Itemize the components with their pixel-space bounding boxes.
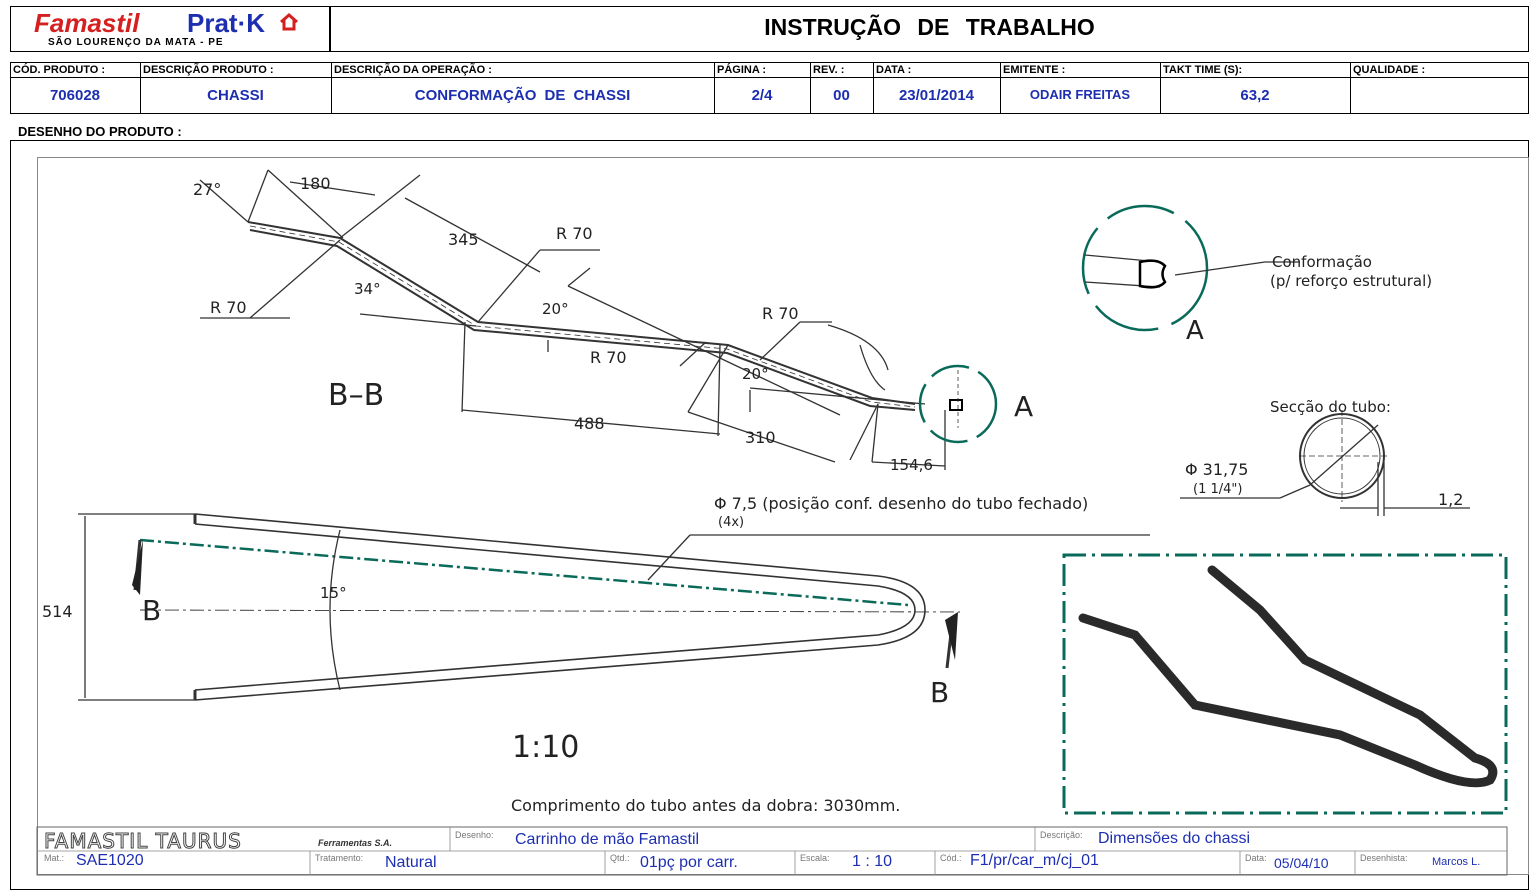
header-logo-box bbox=[10, 6, 330, 52]
codigo-value: F1/pr/car_m/cj_01 bbox=[970, 852, 1099, 869]
dim-r70-b: R 70 bbox=[210, 298, 247, 317]
label-desc-produto: DESCRIÇÃO PRODUTO : bbox=[143, 64, 274, 76]
col-divider bbox=[714, 62, 715, 114]
col-divider bbox=[1000, 62, 1001, 114]
value-desc-operacao: CONFORMAÇÃO DE CHASSI bbox=[414, 87, 631, 104]
tube-side-view bbox=[247, 221, 916, 405]
dim-20-a: 20° bbox=[542, 300, 569, 318]
house-icon bbox=[279, 12, 299, 32]
section-b-right: B bbox=[930, 676, 950, 709]
section-b-left: B bbox=[142, 594, 162, 627]
col-divider bbox=[140, 62, 141, 114]
escala-value: 1 : 10 bbox=[852, 853, 893, 870]
company-sub: Ferramentas S.A. bbox=[318, 838, 393, 848]
tratamento-value: Natural bbox=[385, 854, 437, 871]
col-divider bbox=[1350, 62, 1351, 114]
material-label: Mat.: bbox=[44, 853, 65, 863]
render-3d-frame bbox=[1062, 553, 1508, 815]
scale-label: 1:10 bbox=[512, 730, 580, 765]
label-emitente: EMITENTE : bbox=[1003, 64, 1066, 76]
desenho-label: Desenho: bbox=[455, 830, 494, 840]
section-label: DESENHO DO PRODUTO : bbox=[18, 124, 182, 139]
codigo-label: Cód.: bbox=[940, 853, 962, 863]
dim-20-b: 20° bbox=[742, 365, 769, 383]
dim-15: 15° bbox=[320, 584, 347, 602]
brand-location: SÃO LOURENÇO DA MATA - PE bbox=[48, 37, 224, 48]
col-divider bbox=[1160, 62, 1161, 114]
label-desc-operacao: DESCRIÇÃO DA OPERAÇÃO : bbox=[334, 64, 492, 76]
dim-27: 27° bbox=[193, 180, 222, 199]
tratamento-label: Tratamento: bbox=[315, 853, 364, 863]
dim-r70-c: R 70 bbox=[762, 304, 799, 323]
quantidade-label: Qtd.: bbox=[610, 853, 630, 863]
pratk-logo: Prat·K bbox=[187, 8, 266, 38]
info-row-divider bbox=[10, 77, 1529, 78]
dim-345: 345 bbox=[448, 230, 479, 249]
label-takt-time: TAKT TIME (S): bbox=[1163, 64, 1243, 76]
desenho-value: Carrinho de mão Famastil bbox=[515, 831, 700, 848]
data-value: 05/04/10 bbox=[1274, 855, 1329, 871]
wall-thickness: 1,2 bbox=[1438, 490, 1464, 509]
dim-34: 34° bbox=[354, 280, 381, 298]
detail-a-marker: A bbox=[1014, 390, 1034, 423]
escala-label: Escala: bbox=[800, 853, 830, 863]
col-divider bbox=[810, 62, 811, 114]
col-divider bbox=[873, 62, 874, 114]
dim-488: 488 bbox=[574, 414, 605, 433]
label-pagina: PÁGINA : bbox=[717, 64, 767, 76]
section-bb-label: B–B bbox=[328, 378, 385, 413]
dim-154: 154,6 bbox=[890, 456, 933, 474]
quantidade-value: 01pç por carr. bbox=[640, 854, 738, 871]
data-label: Data: bbox=[1245, 853, 1267, 863]
tube-diameter-inch: (1 1/4") bbox=[1193, 482, 1243, 497]
value-data: 23/01/2014 bbox=[898, 87, 975, 104]
conformacao-note: (p/ reforço estrutural) bbox=[1270, 272, 1433, 290]
dim-310: 310 bbox=[745, 428, 776, 447]
conformacao-label: Conformação bbox=[1272, 253, 1372, 271]
value-takt-time: 63,2 bbox=[1240, 87, 1270, 104]
render-3d-chassis bbox=[1078, 565, 1498, 788]
company-name: FAMASTIL TAURUS bbox=[44, 829, 242, 854]
dim-180: 180 bbox=[300, 174, 331, 193]
tube-diameter: Φ 31,75 bbox=[1185, 460, 1249, 479]
famastil-logo: Famastil bbox=[34, 8, 140, 38]
dim-r70-d: R 70 bbox=[590, 348, 627, 367]
descricao-label: Descrição: bbox=[1040, 830, 1083, 840]
desenhista-label: Desenhista: bbox=[1360, 853, 1408, 863]
col-divider bbox=[331, 62, 332, 114]
value-desc-produto: CHASSI bbox=[207, 87, 264, 104]
detail-a-title: A bbox=[1186, 316, 1204, 346]
tube-length-note: Comprimento do tubo antes da dobra: 3030… bbox=[511, 796, 901, 815]
descricao-value: Dimensões do chassi bbox=[1098, 830, 1251, 847]
page-title: INSTRUÇÃO DE TRABALHO bbox=[764, 14, 1095, 40]
seccao-label: Secção do tubo: bbox=[1270, 398, 1391, 416]
label-qualidade: QUALIDADE : bbox=[1353, 64, 1426, 76]
tube-top-view bbox=[194, 513, 926, 701]
hole-note: Φ 7,5 (posição conf. desenho do tubo fec… bbox=[714, 494, 1089, 513]
hole-qty: (4x) bbox=[718, 515, 745, 530]
label-cod-produto: CÓD. PRODUTO : bbox=[13, 64, 106, 76]
material-value: SAE1020 bbox=[76, 852, 144, 869]
value-emitente: ODAIR FREITAS bbox=[1029, 87, 1131, 102]
label-rev: REV. : bbox=[813, 64, 845, 76]
label-data: DATA : bbox=[876, 64, 912, 76]
value-pagina: 2/4 bbox=[751, 87, 773, 104]
value-rev: 00 bbox=[833, 87, 850, 104]
dim-r70-a: R 70 bbox=[556, 224, 593, 243]
value-cod-produto: 706028 bbox=[49, 87, 101, 104]
desenhista-value: Marcos L. bbox=[1432, 856, 1481, 868]
dim-514: 514 bbox=[42, 602, 73, 621]
